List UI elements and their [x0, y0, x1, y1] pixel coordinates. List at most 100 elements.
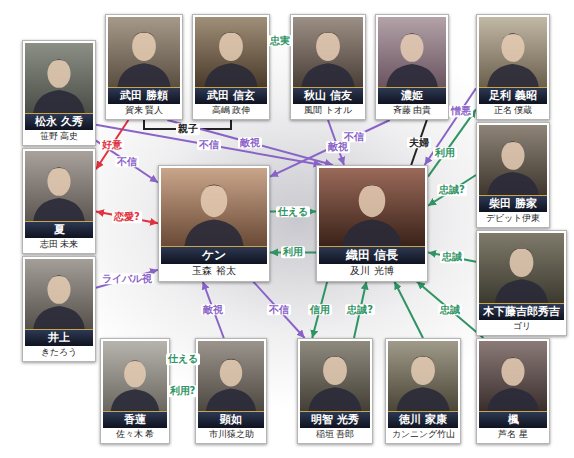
- portrait-silhouette: [195, 17, 267, 87]
- character-card: 楓芦名 星: [476, 338, 550, 444]
- character-name: 濃姫: [378, 87, 446, 104]
- character-card: 柴田 勝家デビット伊東: [476, 122, 550, 228]
- relation-arrow: [270, 251, 316, 253]
- portrait-silhouette: [300, 341, 370, 411]
- relation-label: 信用: [308, 304, 332, 316]
- character-card: 松永 久秀笹野 高史: [22, 40, 96, 146]
- relation-arrow: [203, 282, 224, 339]
- actor-name: 斉藤 由貴: [378, 104, 446, 117]
- actor-name: 市川猿之助: [198, 428, 264, 441]
- actor-name: 正名 僕蔵: [479, 104, 547, 117]
- relation-label: 親子: [176, 123, 200, 135]
- portrait-silhouette: [479, 125, 547, 195]
- relation-arrow: [312, 282, 327, 339]
- portrait-photo: [103, 341, 167, 411]
- actor-name: 賀来 賢人: [108, 104, 180, 117]
- character-name: 武田 勝頼: [108, 87, 180, 104]
- character-name: 顕如: [198, 411, 264, 428]
- character-card: 濃姫斉藤 由貴: [375, 14, 449, 120]
- relation-label: 忠誠?: [345, 304, 375, 316]
- actor-name: 志田 未来: [25, 238, 93, 251]
- character-name: 香蓮: [103, 411, 167, 428]
- portrait-silhouette: [388, 341, 458, 411]
- relation-arrow: [96, 212, 158, 224]
- relation-arrow: [394, 282, 423, 339]
- portrait-photo: [195, 17, 267, 87]
- actor-name: 芦名 星: [479, 428, 547, 441]
- portrait-photo: [161, 168, 267, 246]
- character-card: 井上きたろう: [22, 256, 96, 362]
- actor-name: 風間 トオル: [293, 104, 363, 117]
- relation-label: 利用: [433, 147, 457, 159]
- relation-label: 恋愛?: [112, 212, 142, 224]
- portrait-photo: [25, 43, 93, 113]
- character-name: 楓: [479, 411, 547, 428]
- character-card: 武田 信玄高嶋 政伸: [192, 14, 270, 120]
- actor-name: 玉森 裕太: [161, 264, 267, 279]
- character-name: 木下藤吉郎秀吉: [479, 303, 564, 320]
- character-card: 夏志田 未来: [22, 148, 96, 254]
- relation-label: ライバル視: [100, 273, 154, 285]
- relation-label: 憎悪: [449, 105, 473, 117]
- portrait-photo: [198, 341, 264, 411]
- character-name: 徳川 家康: [388, 411, 458, 428]
- relation-label: 不信: [267, 304, 291, 316]
- character-name: 明智 光秀: [300, 411, 370, 428]
- relation-label: 敵視: [326, 141, 350, 153]
- character-card: 香蓮佐々木 希: [100, 338, 170, 444]
- portrait-silhouette: [293, 17, 363, 87]
- portrait-photo: [378, 17, 446, 87]
- character-name: 柴田 勝家: [479, 195, 547, 212]
- character-card: 足利 義昭正名 僕蔵: [476, 14, 550, 120]
- portrait-silhouette: [103, 341, 167, 411]
- character-name: 秋山 信友: [293, 87, 363, 104]
- relation-arrow: [96, 141, 158, 183]
- relation-label: 利用: [281, 247, 305, 259]
- portrait-photo: [293, 17, 363, 87]
- relation-label: 忠誠: [440, 251, 464, 263]
- relation-label: 仕える: [276, 206, 310, 218]
- actor-name: カンニング竹山: [388, 428, 458, 441]
- character-card: 徳川 家康カンニング竹山: [385, 338, 461, 444]
- character-name: ケン: [161, 246, 267, 264]
- relation-label: 忠誠?: [437, 185, 467, 197]
- actor-name: 佐々木 希: [103, 428, 167, 441]
- portrait-silhouette: [479, 233, 564, 303]
- relation-arrow: [96, 270, 158, 288]
- relation-label: 利用?: [168, 385, 198, 397]
- relation-label: 不信: [115, 156, 139, 168]
- character-name: 足利 義昭: [479, 87, 547, 104]
- relation-arrow: [253, 282, 304, 339]
- relation-arrow: [96, 120, 128, 169]
- relation-label: 不信: [197, 139, 221, 151]
- portrait-photo: [108, 17, 180, 87]
- actor-name: 稲垣 吾郎: [300, 428, 370, 441]
- relation-arrow: [170, 390, 195, 392]
- actor-name: デビット伊東: [479, 212, 547, 225]
- relation-arrow: [417, 282, 484, 339]
- relation-label: 忠実: [268, 35, 292, 47]
- character-card: 明智 光秀稲垣 吾郎: [297, 338, 373, 444]
- relation-arrow: [411, 120, 427, 165]
- portrait-silhouette: [198, 341, 264, 411]
- portrait-photo: [479, 233, 564, 303]
- character-card: 武田 勝頼賀来 賢人: [105, 14, 183, 120]
- portrait-silhouette: [319, 168, 425, 246]
- character-card: ケン玉森 裕太: [158, 165, 270, 282]
- character-card: 織田 信長及川 光博: [316, 165, 428, 282]
- portrait-silhouette: [25, 259, 93, 329]
- character-card: 木下藤吉郎秀吉ゴリ: [476, 230, 567, 336]
- portrait-silhouette: [161, 168, 267, 246]
- relation-arrow: [428, 175, 476, 206]
- relation-label: 忠誠: [438, 304, 462, 316]
- actor-name: きたろう: [25, 346, 93, 359]
- relation-label: 好意: [100, 139, 124, 151]
- relation-label: 敵視: [238, 137, 262, 149]
- relation-arrow: [428, 252, 476, 261]
- relation-arrow: [270, 40, 290, 42]
- portrait-photo: [25, 259, 93, 329]
- character-name: 武田 信玄: [195, 87, 267, 104]
- portrait-silhouette: [25, 151, 93, 221]
- character-name: 井上: [25, 329, 93, 346]
